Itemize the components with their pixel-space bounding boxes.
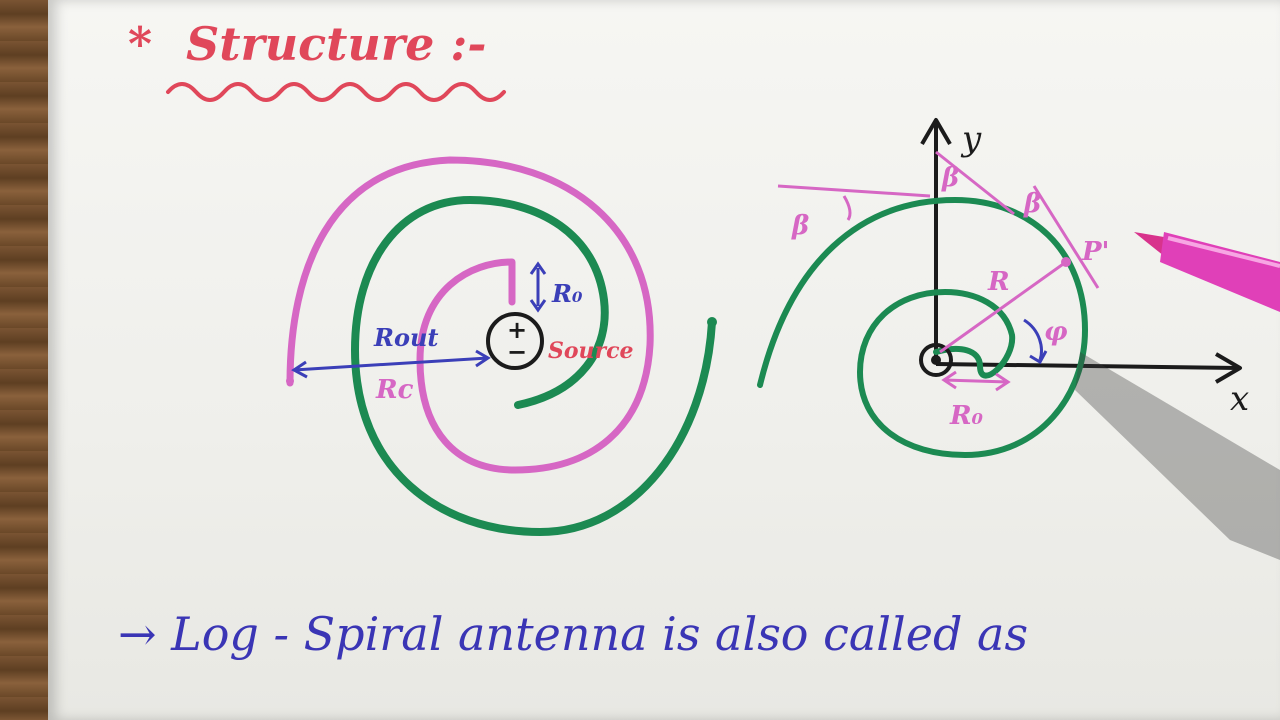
marker-body (1160, 232, 1280, 312)
tangent-line-right (1032, 185, 1100, 289)
origin-dot (931, 355, 941, 365)
origin-source-circle (919, 343, 953, 377)
r0-right-dimension-line (943, 378, 1009, 384)
x-axis-label: x (1230, 379, 1249, 419)
beta-left-label: β (791, 211, 809, 241)
point-p-prime (1061, 257, 1071, 267)
radius-r-line (939, 260, 1067, 354)
r0-arrowheads (529, 261, 547, 313)
tangent-line-top (935, 150, 1015, 216)
left-spiral-diagram: + − Source R₀ Rout Rc (286, 156, 717, 536)
tangent-line-left (777, 184, 931, 198)
source-plus-symbol: + (507, 316, 527, 344)
green-spiral-arm (351, 196, 716, 536)
x-axis-line (935, 362, 1239, 370)
x-axis-arrowhead (1214, 352, 1242, 384)
r0-label-right: R₀ (949, 401, 984, 431)
page-title: Structure :- (186, 17, 486, 71)
marker-and-shadow (1075, 232, 1280, 560)
title-group: * Structure :- (128, 17, 506, 102)
title-asterisk: * (128, 17, 152, 71)
phi-label: φ (1044, 317, 1068, 347)
marker-tip (1134, 232, 1170, 256)
phi-arc (1023, 318, 1043, 361)
title-wavy-underline (166, 82, 506, 102)
paper-sheet (48, 0, 1280, 720)
hand-shadow (1075, 352, 1280, 560)
y-axis-label: y (960, 119, 982, 159)
right-spiral-diagram: y x R φ β β β P' (757, 118, 1249, 458)
p-prime-label: P' (1081, 237, 1110, 267)
pink-spiral-arm (286, 156, 654, 474)
beta-left-arc (842, 195, 852, 221)
rout-arrowheads (291, 349, 491, 379)
green-arm-end-dot (707, 317, 717, 327)
log-spiral-curve (757, 197, 1088, 458)
marker-highlight (1167, 236, 1280, 268)
rc-label: Rc (375, 375, 414, 405)
y-axis-arrowhead (920, 118, 952, 146)
wood-table-edge (0, 0, 52, 720)
source-label: Source (548, 338, 634, 364)
bottom-note-text: → Log - Spiral antenna is also called as (118, 607, 1028, 661)
radius-r-label: R (987, 267, 1010, 297)
pink-arm-end-dot (286, 377, 294, 385)
r0-label-left: R₀ (551, 279, 583, 308)
beta-top-label: β (941, 163, 959, 193)
phi-arrowhead (1029, 350, 1048, 365)
source-circle (486, 312, 544, 370)
r0-right-arrowheads (941, 370, 1011, 392)
rout-dimension-line (293, 356, 489, 372)
rout-label: Rout (373, 323, 439, 352)
beta-right-label: β (1023, 189, 1041, 219)
source-minus-symbol: − (507, 338, 527, 366)
